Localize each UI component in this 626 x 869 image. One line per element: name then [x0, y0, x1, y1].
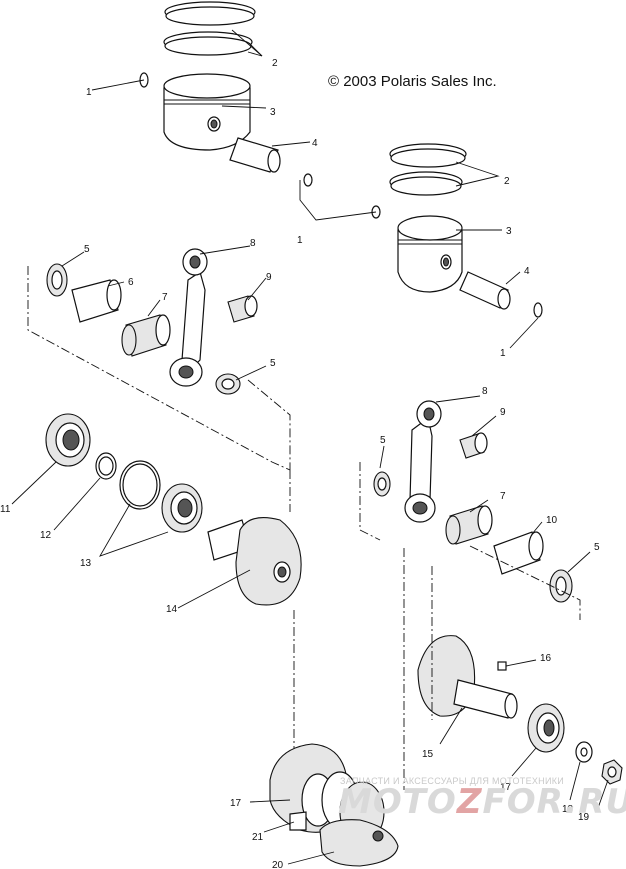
callout-19: 19 [578, 812, 590, 823]
callout-1: 1 [297, 235, 303, 246]
callout-4: 4 [312, 138, 318, 149]
nut-19 [601, 759, 623, 785]
piston-rings-upper-right [389, 143, 467, 196]
callout-18: 18 [562, 804, 574, 815]
callout-2: 2 [504, 176, 510, 187]
callout-11: 11 [0, 504, 11, 515]
callout-labels: 1 2 3 4 1 2 3 4 1 5 6 7 8 9 5 11 12 13 1… [0, 58, 600, 869]
needle-bearing-right-upper [459, 432, 488, 459]
crank-seal-left-lower [215, 373, 241, 395]
callout-9: 9 [266, 272, 272, 283]
piston-pin-upper-left [229, 137, 281, 173]
crankshaft-assembly [269, 743, 399, 867]
woodruff-key-16 [497, 661, 507, 671]
callout-3: 3 [270, 107, 276, 118]
crank-seal-left-upper [46, 263, 68, 297]
callout-13: 13 [80, 558, 92, 569]
callout-6: 6 [128, 277, 134, 288]
washer-18 [575, 741, 593, 763]
callout-1: 1 [86, 87, 92, 98]
piston-pin-clip-lower [303, 173, 381, 219]
connecting-rod-left [169, 248, 208, 387]
callout-5: 5 [270, 358, 276, 369]
piston-rings-upper-left [163, 1, 256, 56]
callout-14: 14 [166, 604, 178, 615]
crank-half-14 [207, 517, 302, 606]
callout-5: 5 [594, 542, 600, 553]
piston-pin-upper-right [459, 271, 511, 310]
seal-12 [95, 452, 117, 480]
leader-lines [11, 29, 609, 865]
crank-seal-right-lower [549, 569, 573, 603]
watermark-logo-left: MOTO [338, 782, 457, 822]
snap-ring-13 [119, 460, 161, 510]
callout-15: 15 [422, 749, 434, 760]
callout-3: 3 [506, 226, 512, 237]
crank-seal-right-upper [373, 471, 391, 497]
watermark-logo-mid: Z [456, 782, 483, 822]
callout-5: 5 [84, 244, 90, 255]
callout-8: 8 [250, 238, 256, 249]
callout-12: 12 [40, 530, 52, 541]
main-bearing-17-right [527, 703, 565, 753]
needle-bearing-right-lower [445, 505, 493, 545]
pin-left [71, 279, 122, 323]
callout-21: 21 [252, 832, 264, 843]
callout-5: 5 [380, 435, 386, 446]
piston-upper-right [397, 215, 463, 293]
callout-1: 1 [500, 348, 506, 359]
callout-10: 10 [546, 515, 558, 526]
needle-bearing-left-lower [121, 314, 171, 357]
callout-9: 9 [500, 407, 506, 418]
callout-17: 17 [230, 798, 242, 809]
watermark-logo: MOTOZFOR.RU [338, 782, 626, 822]
pin-right-10 [493, 531, 544, 575]
callout-8: 8 [482, 386, 488, 397]
callout-17: 17 [500, 782, 512, 793]
callout-4: 4 [524, 266, 530, 277]
callout-2: 2 [272, 58, 278, 69]
main-bearing-11 [45, 413, 91, 467]
callout-7: 7 [162, 292, 168, 303]
needle-bearing-left-upper [227, 295, 258, 323]
connecting-rod-right [404, 400, 442, 523]
piston-upper-left [163, 73, 251, 151]
watermark-logo-right: FOR.RU [482, 782, 626, 822]
main-bearing-13 [161, 483, 203, 533]
callout-16: 16 [540, 653, 552, 664]
callout-20: 20 [272, 860, 284, 869]
copyright-notice: © 2003 Polaris Sales Inc. [328, 73, 497, 90]
watermark-tagline: ЗАПЧАСТИ И АКСЕССУАРЫ ДЛЯ МОТОТЕХНИКИ [340, 776, 565, 786]
piston-pin-clip-upper-right [533, 302, 543, 318]
crank-half-15 [417, 635, 518, 719]
callout-7: 7 [500, 491, 506, 502]
